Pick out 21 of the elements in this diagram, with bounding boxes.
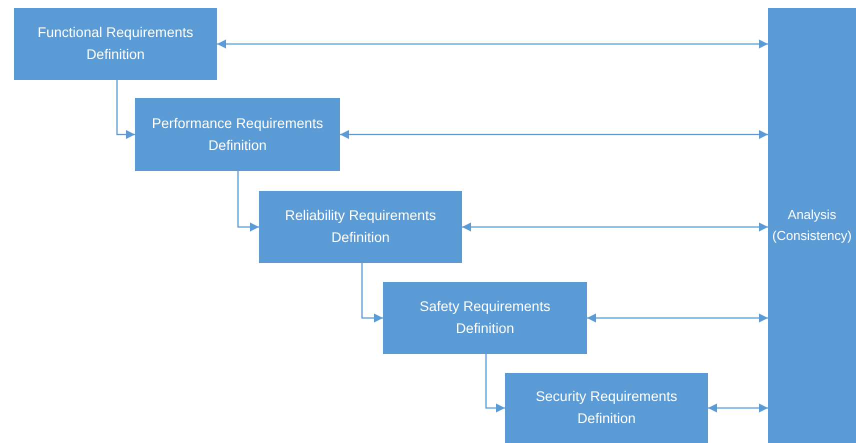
arrow [485, 354, 505, 412]
arrow [587, 314, 768, 322]
process-box [135, 98, 340, 171]
arrow [237, 171, 259, 232]
box-label: Performance Requirements Definition [150, 114, 324, 154]
box-label: Functional Requirements Definition [36, 23, 194, 64]
arrow [462, 222, 768, 232]
arrow [217, 40, 768, 48]
arrow [340, 130, 768, 139]
arrow [708, 404, 768, 412]
arrow [116, 80, 135, 139]
box-label: Reliability Requirements Definition [284, 206, 437, 247]
process-box [14, 8, 217, 80]
process-box [259, 191, 462, 263]
box-label: Analysis (Consistency) [772, 206, 852, 245]
process-box [768, 8, 856, 443]
arrow [361, 263, 383, 322]
box-label: Safety Requirements Definition [418, 297, 552, 338]
box-label: Security Requirements Definition [534, 387, 678, 428]
process-box [383, 282, 587, 354]
process-box [505, 373, 708, 443]
